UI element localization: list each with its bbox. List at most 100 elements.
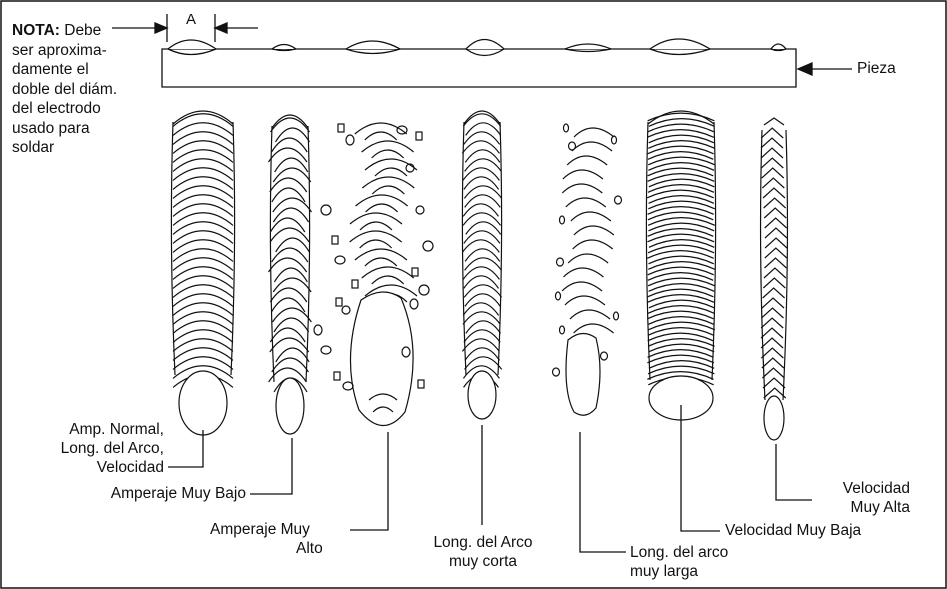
label-speed-high: Velocidad Muy Alta	[800, 479, 910, 517]
bead-ripple	[464, 177, 499, 190]
leader-arc-long	[580, 432, 626, 552]
bead-ripple	[360, 240, 392, 248]
label-normal: Amp. Normal, Long. del Arco, Velocidad	[0, 420, 164, 477]
bead-ripple	[173, 303, 233, 316]
bead-ripple	[375, 168, 407, 176]
bead-crater	[276, 378, 304, 434]
note-line: ser aproxima-	[12, 41, 117, 61]
label-amp-high-line: Amperaje Muy	[208, 520, 348, 539]
bead-ripple	[465, 195, 501, 208]
bead-ripple	[372, 150, 404, 158]
bead-ripple	[173, 348, 233, 361]
bead-ripple	[649, 135, 714, 143]
bead-ripple	[462, 339, 499, 352]
bead-ripple	[173, 114, 233, 127]
bead-ripple	[173, 339, 233, 352]
bead-ripple	[649, 344, 714, 352]
bead-ripple	[648, 223, 714, 231]
bead-ripple	[465, 258, 502, 271]
bead-arc-long	[553, 124, 622, 415]
bead-ripple	[574, 128, 614, 137]
bead-ripple	[173, 330, 233, 343]
bead-ripple	[463, 213, 500, 226]
bead-ripple	[173, 177, 233, 190]
bead-outline	[306, 126, 310, 382]
bead-ripple	[464, 231, 500, 244]
spatter	[564, 124, 569, 132]
spatter	[321, 346, 331, 354]
bead-start	[173, 111, 233, 124]
bead-ripple	[464, 132, 500, 145]
bead-ripple	[463, 168, 499, 181]
bead-ripple	[563, 268, 603, 277]
bead-ripple	[173, 123, 233, 136]
bead-ripple	[648, 229, 714, 237]
bead-ripple	[648, 141, 714, 149]
bead-ripple	[465, 159, 502, 172]
bead-ripple	[648, 168, 714, 176]
pieza-label: Pieza	[857, 59, 896, 78]
label-amperage-high: Amperaje Muy Alto	[208, 520, 348, 558]
label-amp-low-line: Amperaje Muy Bajo	[40, 484, 246, 503]
bead-ripple	[463, 204, 498, 217]
bead-ripple	[565, 296, 605, 305]
bead-ripple	[648, 212, 713, 220]
bead-ripple	[173, 285, 233, 298]
bead-ripple	[648, 328, 714, 336]
bead-chevron	[765, 218, 787, 228]
bead-ripple	[648, 163, 714, 171]
label-normal-line: Velocidad	[0, 458, 164, 477]
bead-ripple	[649, 179, 714, 187]
bead-ripple	[173, 294, 233, 307]
bead-ripple	[173, 312, 233, 325]
bead-outline	[171, 122, 175, 375]
bead-ripple	[647, 251, 713, 259]
bead-ripple	[464, 330, 500, 343]
bead-ripple	[173, 195, 233, 208]
leader-normal	[168, 430, 203, 467]
label-speed-high-line: Velocidad	[800, 479, 910, 498]
bead-ripple	[273, 198, 312, 212]
leader-amp-high	[350, 432, 388, 530]
bead-crater	[179, 371, 227, 435]
spatter	[560, 216, 565, 224]
spatter	[334, 372, 340, 380]
bead-ripple	[365, 258, 397, 266]
bead-ripple	[568, 254, 608, 263]
bead-ripple	[466, 123, 501, 136]
bead-ripple	[648, 174, 715, 182]
bead-chevron	[763, 188, 785, 198]
spatter	[615, 196, 622, 204]
bead-ripple	[571, 212, 611, 221]
note-line-1: NOTA: Debe	[12, 21, 117, 41]
bead-chevron	[764, 198, 786, 208]
spatter	[557, 258, 564, 266]
bead-chevron	[763, 278, 785, 288]
spatter	[412, 268, 418, 276]
spatter	[560, 326, 565, 334]
bead-ripple	[273, 208, 308, 222]
bead-chevron	[765, 228, 787, 238]
bead-ripple	[173, 357, 233, 370]
bead-ripple	[173, 141, 233, 154]
bead-ripple	[173, 159, 233, 172]
bead-ripple	[465, 357, 502, 370]
note-line: soldar	[12, 138, 117, 158]
bead-ripple	[270, 288, 307, 302]
bead-ripple	[365, 132, 397, 140]
bead-ripple	[648, 124, 714, 132]
bead-chevron	[761, 348, 783, 358]
bead-chevron	[765, 238, 787, 248]
bead-ripple	[462, 240, 499, 253]
bead-ripple	[466, 222, 501, 235]
bead-chevron	[763, 378, 785, 388]
bead-ripple	[372, 276, 404, 284]
bead-ripple	[173, 276, 233, 289]
bead-chevron	[761, 318, 783, 328]
bead-ripple	[648, 245, 714, 253]
bead-start	[764, 118, 784, 125]
bead-arc-short	[462, 111, 501, 419]
bead-puddle	[350, 292, 413, 426]
bead-ripple	[648, 157, 715, 165]
bead-section-6	[650, 39, 710, 49]
